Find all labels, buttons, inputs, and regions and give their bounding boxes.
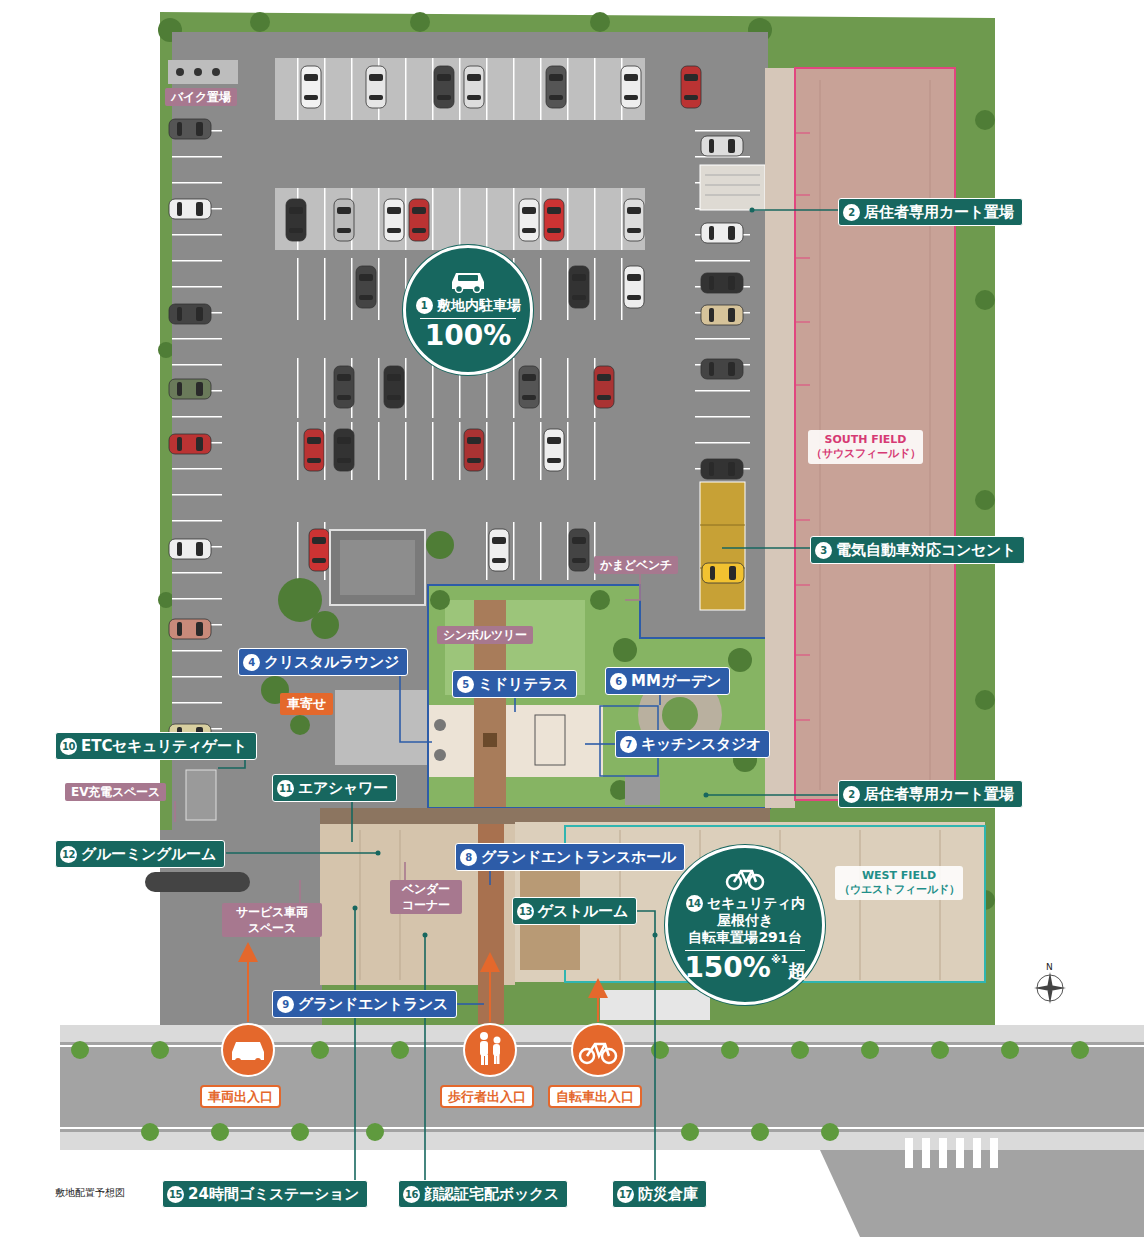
label-text: ベンダー コーナー — [402, 882, 450, 912]
compass-letter: N — [1046, 962, 1053, 972]
callout-number: 7 — [620, 736, 637, 753]
callout-number: 13 — [517, 903, 534, 920]
label-text: サービス車両 スペース — [236, 905, 308, 935]
callout-number: 6 — [610, 673, 627, 690]
label-text: ゲストルーム — [538, 902, 628, 920]
callout-number: 14 — [686, 895, 703, 912]
figure-note: 敷地配置予想図 — [55, 1186, 125, 1200]
callout-label: 4クリスタルラウンジ — [238, 648, 408, 676]
callout-label: 3電気自動車対応コンセント — [810, 536, 1025, 564]
callout-label: 5ミドリテラス — [452, 670, 577, 698]
label-text: かまどベンチ — [600, 558, 672, 572]
callout-number: 15 — [167, 1186, 184, 1203]
callout-label: 12グルーミングルーム — [55, 840, 225, 868]
label-text: 車寄せ — [287, 696, 326, 711]
label-text: EV充電スペース — [71, 785, 160, 799]
callout-label: 1524時間ゴミステーション — [162, 1180, 368, 1208]
label-text: エアシャワー — [298, 779, 388, 797]
label-text: 車両出入口 — [208, 1089, 273, 1104]
label-text: ミドリテラス — [478, 675, 568, 693]
bicycle-icon — [725, 867, 765, 891]
label-text: 自転車出入口 — [556, 1089, 634, 1104]
callout-label: 10ETCセキュリティゲート — [55, 732, 257, 760]
callout-label: サービス車両 スペース — [222, 903, 322, 937]
callout-label: 11エアシャワー — [272, 774, 397, 802]
callout-number: 5 — [457, 676, 474, 693]
building-label: WEST FIELD （ウエストフィールド） — [835, 866, 963, 900]
callout-number: 10 — [60, 738, 77, 755]
divider-line — [420, 318, 517, 319]
circle-heading: 1敷地内駐車場 — [402, 297, 534, 314]
footnote-mark: ※1 — [771, 954, 788, 965]
callout-number: 11 — [277, 780, 294, 797]
label-text: セキュリティ内 屋根付き 自転車置場291台 — [688, 895, 804, 945]
label-text: グランドエントランス — [298, 995, 448, 1013]
figure-suffix: 超 — [788, 960, 806, 981]
label-text: グランドエントランスホール — [481, 848, 676, 866]
label-text: 顔認証宅配ボックス — [424, 1185, 559, 1203]
label-text: 歩行者出入口 — [448, 1089, 526, 1104]
callout-label: 17防災倉庫 — [612, 1180, 707, 1208]
callout-label: 2居住者専用カート置場 — [838, 198, 1023, 226]
callout-number: 8 — [460, 849, 477, 866]
label-text: 電気自動車対応コンセント — [836, 541, 1016, 559]
label-text: MMガーデン — [631, 672, 721, 690]
callout-number: 2 — [843, 204, 860, 221]
summary-circle: 1敷地内駐車場 100% — [403, 245, 533, 375]
circle-figure: 100% — [425, 321, 512, 351]
callout-number: 2 — [843, 786, 860, 803]
entrance-label: 車両出入口 — [200, 1085, 281, 1108]
callout-number: 4 — [243, 654, 260, 671]
big-figure: 100% — [425, 319, 512, 352]
label-text: グルーミングルーム — [81, 845, 216, 863]
callout-label: 13ゲストルーム — [512, 897, 637, 925]
callout-label: 16顔認証宅配ボックス — [398, 1180, 568, 1208]
summary-circle: 14セキュリティ内 屋根付き 自転車置場291台 150%※1超 — [665, 845, 825, 1005]
label-text: バイク置場 — [171, 90, 231, 104]
divider-line — [685, 950, 805, 951]
icon-holder — [725, 867, 765, 895]
callout-label: シンボルツリー — [437, 626, 533, 644]
callout-number: 12 — [60, 846, 77, 863]
label-text: ETCセキュリティゲート — [81, 737, 248, 755]
callout-label: ベンダー コーナー — [390, 880, 462, 914]
label-text: キッチンスタジオ — [641, 735, 761, 753]
label-text: 居住者専用カート置場 — [864, 785, 1014, 803]
callout-label: 8グランドエントランスホール — [455, 843, 685, 871]
label-text: シンボルツリー — [443, 628, 527, 642]
callout-label: かまどベンチ — [594, 556, 678, 574]
callout-number: 9 — [277, 996, 294, 1013]
label-text: 24時間ゴミステーション — [188, 1185, 359, 1203]
entrance-label: 歩行者出入口 — [440, 1085, 534, 1108]
callout-label: 車寄せ — [280, 693, 333, 715]
callout-number: 16 — [403, 1186, 420, 1203]
label-text: 敷地内駐車場 — [437, 297, 521, 313]
callout-label: 7キッチンスタジオ — [615, 730, 770, 758]
icon-holder — [448, 269, 488, 297]
building-name: SOUTH FIELD （サウスフィールド） — [811, 433, 921, 460]
circle-figure: 150%※1超 — [684, 953, 805, 983]
callout-label: EV充電スペース — [65, 783, 166, 801]
callout-label: 9グランドエントランス — [272, 990, 457, 1018]
building-name: WEST FIELD （ウエストフィールド） — [839, 869, 960, 896]
callout-number: 17 — [617, 1186, 634, 1203]
callout-label: 2居住者専用カート置場 — [838, 780, 1023, 808]
label-text: 防災倉庫 — [638, 1185, 698, 1203]
label-text: クリスタルラウンジ — [264, 653, 399, 671]
label-text: 居住者専用カート置場 — [864, 203, 1014, 221]
callout-label: バイク置場 — [165, 88, 237, 106]
car-icon — [448, 269, 488, 293]
callout-number: 1 — [416, 297, 433, 314]
entrance-label: 自転車出入口 — [548, 1085, 642, 1108]
callout-label: 6MMガーデン — [605, 667, 730, 695]
building-label: SOUTH FIELD （サウスフィールド） — [808, 430, 923, 464]
big-figure: 150% — [684, 951, 771, 984]
callout-number: 3 — [815, 542, 832, 559]
circle-heading: 14セキュリティ内 屋根付き 自転車置場291台 — [679, 895, 811, 946]
